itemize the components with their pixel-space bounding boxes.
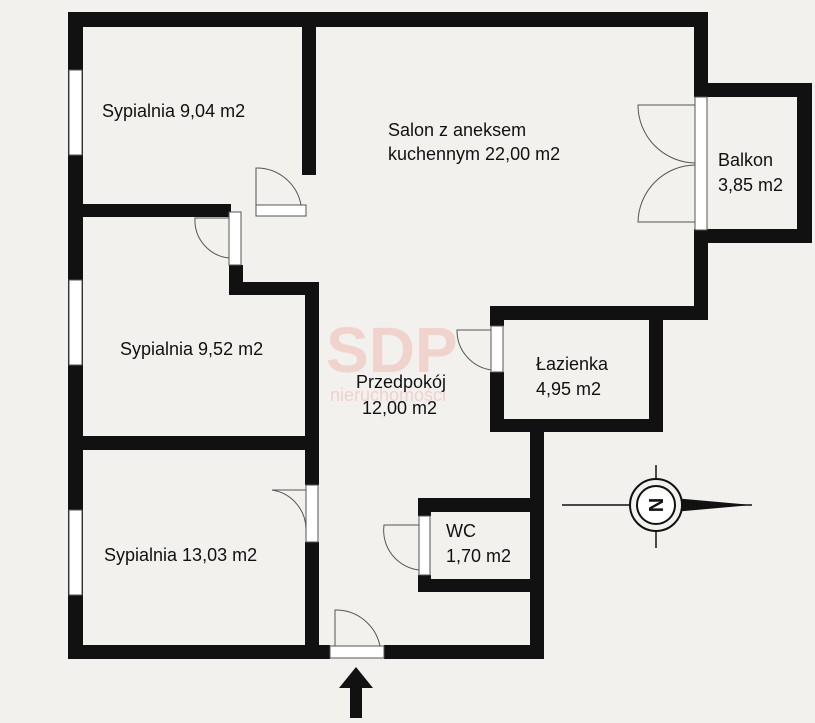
room-label-living-room: Salon z aneksem kuchennym 22,00 m2 [388, 120, 560, 164]
window [68, 509, 83, 596]
window [68, 69, 83, 156]
watermark-logo: SDP [326, 314, 458, 386]
doors [194, 96, 708, 659]
watermark: SDP nieruchomości [326, 314, 458, 405]
balcony-double-door [637, 96, 708, 231]
walls [68, 12, 812, 659]
room-labels: Sypialnia 9,04 m2 Salon z aneksem kuchen… [102, 101, 783, 566]
compass-letter: N [646, 498, 668, 512]
entrance-door [329, 609, 385, 659]
door [194, 211, 242, 266]
door [456, 325, 504, 373]
window [68, 279, 83, 366]
room-label-balcony: Balkon 3,85 m2 [718, 150, 783, 195]
compass-north-icon: N [562, 465, 752, 548]
room-label-bedroom-2: Sypialnia 9,52 m2 [120, 339, 263, 359]
room-label-hallway: Przedpokój 12,00 m2 [356, 372, 451, 418]
door [255, 167, 307, 217]
watermark-tagline: nieruchomości [330, 385, 446, 405]
windows [68, 69, 83, 596]
room-label-wc: WC 1,70 m2 [446, 521, 511, 566]
door [383, 515, 431, 576]
arrow-up-icon [339, 667, 373, 718]
room-label-bedroom-1: Sypialnia 9,04 m2 [102, 101, 245, 121]
room-label-bedroom-3: Sypialnia 13,03 m2 [104, 545, 257, 565]
room-label-bathroom: Łazienka 4,95 m2 [536, 354, 613, 399]
door [271, 484, 319, 543]
